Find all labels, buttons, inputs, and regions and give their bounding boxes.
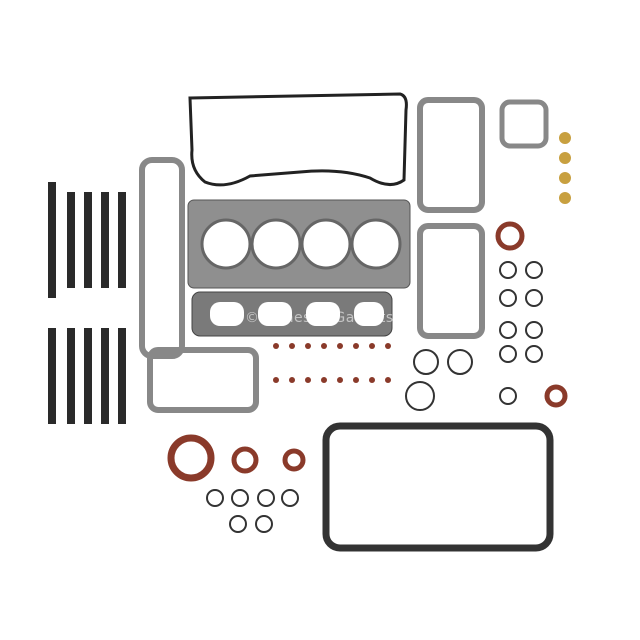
watermark: ©Domestic Gaskets	[245, 310, 394, 326]
throttle-body-gasket	[147, 347, 259, 413]
head-bolts	[48, 182, 126, 424]
oil-pan-gasket	[322, 422, 554, 552]
brass-plugs	[559, 132, 571, 204]
valve-stem-seals	[273, 343, 391, 383]
thermostat-gasket	[499, 99, 549, 149]
intake-plenum-gasket-lower	[417, 223, 485, 339]
o-rings	[206, 261, 543, 533]
valve-cover-gasket	[188, 92, 408, 187]
intake-manifold-gasket	[139, 157, 185, 359]
crank-seals	[167, 221, 568, 482]
intake-plenum-gasket-upper	[417, 97, 485, 213]
